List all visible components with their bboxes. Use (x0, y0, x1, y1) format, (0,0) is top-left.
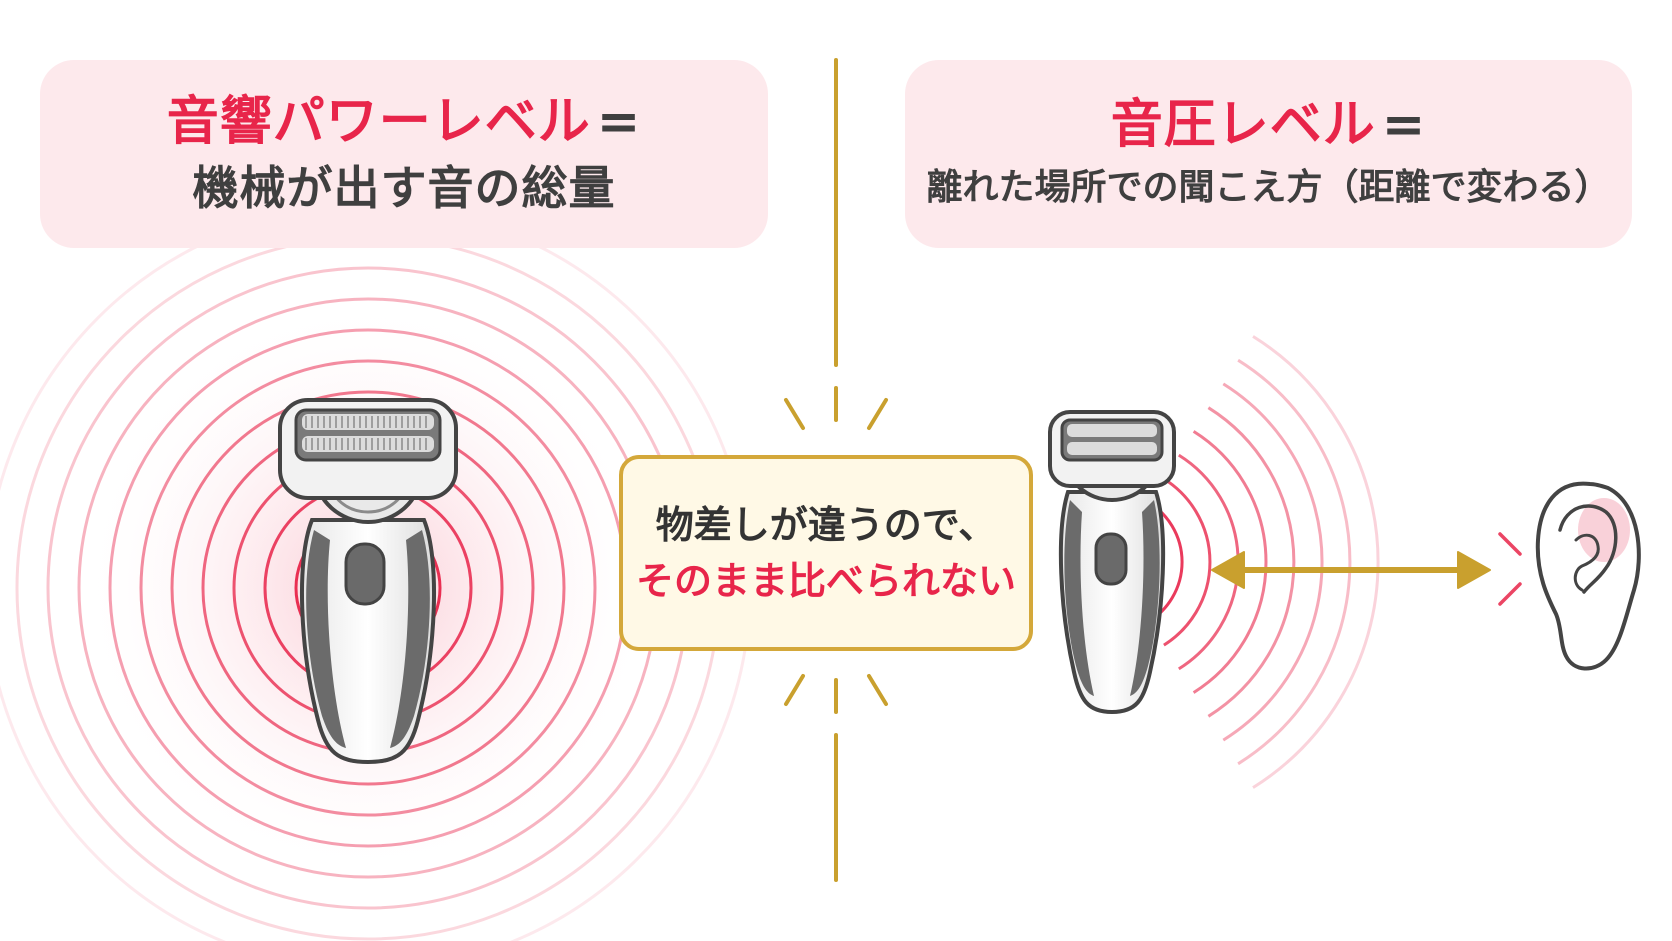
sound-power-term: 音響パワーレベル (166, 92, 591, 152)
sound-wave-arc (1148, 501, 1184, 623)
sound-power-heading: 音響パワーレベル= (167, 88, 642, 156)
shaver-icon (278, 398, 458, 765)
sound-wave-ring (170, 390, 566, 786)
sound-wave-arc (1237, 358, 1352, 766)
note-line-2: そのまま比べられない (635, 559, 1016, 603)
burst-lines-icon (784, 386, 888, 714)
sound-pressure-term: 音圧レベル (1110, 95, 1376, 155)
shaver-icon (1048, 410, 1176, 715)
sound-wave-arc (1192, 430, 1268, 694)
sound-wave-arc (1163, 477, 1212, 647)
sound-wave-ring (139, 359, 597, 817)
ear-icon (1535, 481, 1641, 671)
equals-sign: = (1381, 95, 1427, 155)
sound-pressure-definition: 離れた場所での聞こえ方（距離で変わる） (926, 167, 1611, 208)
sound-wave-arc (1222, 382, 1324, 742)
sound-pressure-title-card: 音圧レベル= 離れた場所での聞こえ方（距離で変わる） (905, 60, 1632, 248)
sound-entering-ticks (1498, 532, 1522, 606)
sound-wave-arc (1207, 406, 1296, 718)
sound-wave-arc (1252, 335, 1380, 789)
sound-waves-icon (1148, 335, 1380, 789)
sound-power-title-card: 音響パワーレベル= 機械が出す音の総量 (40, 60, 768, 248)
double-arrow-icon (1211, 551, 1491, 589)
sound-pressure-heading: 音圧レベル= (1111, 91, 1427, 159)
sound-power-definition: 機械が出す音の総量 (192, 161, 616, 215)
comparison-note: 物差しが違うので、 そのまま比べられない (619, 455, 1033, 651)
note-line-1: 物差しが違うので、 (655, 503, 997, 547)
equals-sign: = (596, 92, 642, 152)
